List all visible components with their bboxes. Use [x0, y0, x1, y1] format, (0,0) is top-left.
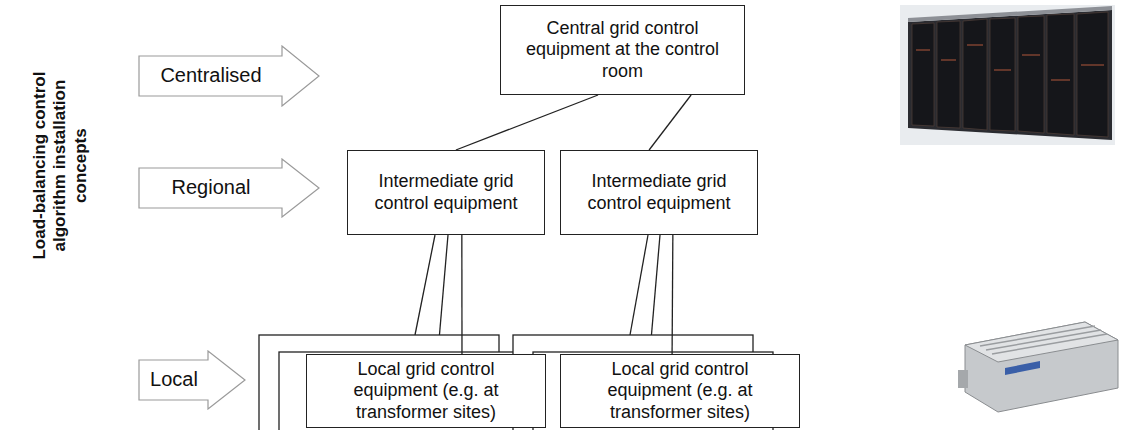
level-arrow: Regional: [138, 158, 320, 218]
equipment-box: Intermediate grid control equipment: [560, 150, 758, 235]
block-arrow-outline: [139, 351, 245, 409]
level-arrow: Centralised: [138, 45, 320, 107]
wire: [415, 235, 435, 335]
box-text: Intermediate grid control equipment: [358, 171, 534, 213]
device-top: [965, 322, 1118, 362]
text-holder: Intermediate grid control equipment: [561, 151, 757, 234]
text-holder: Intermediate grid control equipment: [348, 151, 544, 234]
equipment-box: Central grid control equipment at the co…: [500, 5, 745, 95]
box-text: Central grid control equipment at the co…: [511, 18, 734, 81]
device-fins: [980, 326, 1107, 354]
level-label: Local: [150, 368, 198, 391]
text-holder: Local: [138, 350, 246, 410]
box-text: Local grid control equipment (e.g. at tr…: [571, 359, 789, 422]
device-body: [965, 322, 1118, 412]
text-holder: Local grid control equipment (e.g. at tr…: [307, 355, 545, 427]
wire: [630, 235, 648, 335]
connector-line: [461, 235, 462, 354]
connector-line: [649, 95, 691, 150]
block-arrow-outline: [139, 159, 319, 217]
photo-ground: [900, 5, 1115, 145]
block-arrow-outline: [139, 46, 319, 106]
equipment-box: Local grid control equipment (e.g. at tr…: [306, 354, 546, 428]
level-arrow: Local: [138, 350, 246, 410]
server-rack-photo: [900, 5, 1115, 145]
box-text: Local grid control equipment (e.g. at tr…: [317, 359, 535, 422]
level-label: Centralised: [160, 64, 261, 87]
text-holder: Centralised: [138, 45, 320, 107]
rack-body: [908, 10, 1112, 140]
connector-line: [456, 95, 598, 150]
box-text: Intermediate grid control equipment: [571, 171, 747, 213]
device-connector: [958, 370, 968, 388]
device-logo: [1005, 361, 1040, 375]
connector-line: [671, 235, 673, 354]
axis-title: Load-balancing control algorithm install…: [29, 58, 90, 273]
rack-top: [908, 6, 1112, 22]
text-holder: Local grid control equipment (e.g. at tr…: [561, 355, 799, 427]
rack-lights: [916, 45, 1104, 80]
equipment-box: Local grid control equipment (e.g. at tr…: [560, 354, 800, 428]
text-holder: Central grid control equipment at the co…: [501, 6, 744, 94]
field-device-photo: [958, 322, 1118, 412]
text-holder: Regional: [138, 158, 320, 218]
level-label: Regional: [172, 176, 251, 199]
equipment-box: Intermediate grid control equipment: [347, 150, 545, 235]
rack-doors: [912, 12, 1108, 137]
